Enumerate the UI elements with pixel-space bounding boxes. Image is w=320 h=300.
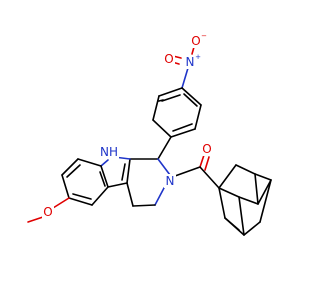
atom-carbonyl-o: O xyxy=(202,142,211,156)
bond-nitro-n-c xyxy=(181,67,189,89)
bond-c8a-c4b-inner xyxy=(99,171,106,187)
bond-ad-10 xyxy=(257,179,272,205)
bond-layer xyxy=(27,46,272,236)
bond-ad-4 xyxy=(259,179,272,223)
atom-labels: O − N + O NH N O O xyxy=(42,32,213,219)
bond-ph-3 xyxy=(170,128,196,138)
atom-methoxy-o: O xyxy=(43,205,52,219)
bond-ad-2 xyxy=(235,164,256,175)
bond-ph-5 xyxy=(152,95,160,121)
bond-ph-1-inner xyxy=(183,93,198,107)
bond-c1-n2 xyxy=(157,158,171,176)
bond-ad-9 xyxy=(238,196,259,205)
bond-n2-carbonyl xyxy=(174,166,201,177)
bond-n2-c3 xyxy=(154,187,165,206)
bond-c6-c5 xyxy=(68,197,93,206)
bond-carbonyl-adamantyl xyxy=(199,166,220,189)
bond-ph-6 xyxy=(158,87,183,97)
bond-c7-c6 xyxy=(61,174,70,199)
bond-c4a-c4b xyxy=(107,182,128,188)
bond-c4-c4a xyxy=(126,182,134,207)
bond-c1-phenyl xyxy=(157,136,172,160)
bond-carbonyl-o-double xyxy=(204,156,210,171)
bond-ph-4 xyxy=(152,119,172,138)
atom-nitro-o-top: O xyxy=(191,34,200,48)
bond-c3-c4 xyxy=(132,204,156,207)
bond-ad-12 xyxy=(254,173,259,205)
bond-ad-8 xyxy=(218,187,240,198)
bond-ad-11 xyxy=(238,196,245,236)
atom-nitro-o-left: O xyxy=(164,52,173,66)
bond-c9a-c4a-inner xyxy=(121,163,126,181)
charge-minus: − xyxy=(201,32,207,40)
bond-ad-13 xyxy=(224,217,240,231)
bond-ad-1 xyxy=(218,164,237,189)
bond-carbonyl-o xyxy=(199,154,205,168)
bond-c6-c5-inner xyxy=(72,193,92,200)
bond-ph-6-inner xyxy=(161,94,181,102)
bond-c9a-c4a xyxy=(126,158,131,184)
bond-c8a-c8 xyxy=(77,158,102,167)
bond-o-ch3 xyxy=(27,216,44,223)
bond-c6-o xyxy=(52,197,70,209)
charge-plus: + xyxy=(195,53,201,61)
atom-ring-n: N xyxy=(166,174,175,188)
bond-c5-c4b xyxy=(91,186,109,206)
bond-nitro-n-o-top xyxy=(191,46,195,55)
bond-c8-c7-inner xyxy=(66,164,81,178)
bond-ph-2 xyxy=(194,104,202,130)
atom-nitro-n: N xyxy=(186,55,195,69)
bond-c8-c7 xyxy=(61,158,79,176)
bond-nh-c8a xyxy=(100,159,109,167)
molecule-structure: O − N + O NH N O O xyxy=(27,32,272,236)
bond-ad-3 xyxy=(254,173,272,181)
bond-ad-7 xyxy=(218,187,226,219)
bond-ad-5 xyxy=(243,221,261,236)
bond-ph-1 xyxy=(181,87,202,106)
bond-c8a-c4b xyxy=(100,165,109,188)
bond-ph-3-inner xyxy=(172,123,193,132)
atom-indole-nh: NH xyxy=(100,145,118,159)
